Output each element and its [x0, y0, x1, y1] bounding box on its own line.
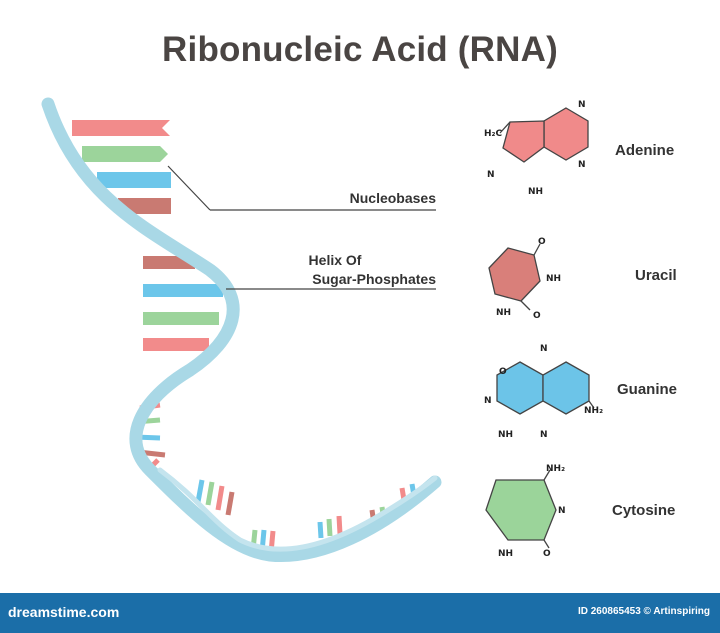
page-title: Ribonucleic Acid (RNA) [162, 30, 558, 69]
rna-diagram: H₂C N N N NH O NH NH O O N N N NH NH₂ NH… [41, 97, 603, 563]
uracil-structure [488, 243, 541, 311]
cytosine-atom-nh2: NH₂ [546, 464, 565, 474]
cytosine-atom-o: O [543, 549, 551, 559]
molecule-name-guanine: Guanine [617, 381, 678, 398]
base-bar-green-2 [143, 312, 219, 325]
base-bar-green [82, 146, 168, 162]
guanine-atom-o: O [499, 367, 507, 377]
helix-strand-back [157, 467, 438, 552]
molecule-name-uracil: Uracil [635, 267, 677, 284]
label-helix-line1: Helix Of [308, 252, 362, 268]
uracil-atom-o2: O [533, 311, 541, 321]
guanine-atom-n1: N [540, 344, 548, 354]
guanine-atom-n2: N [484, 396, 492, 406]
uracil-atom-o1: O [538, 237, 546, 247]
adenine-atom-nh: NH [528, 187, 543, 197]
uracil-atom-nh1: NH [546, 274, 561, 284]
label-helix-line2: Sugar-Phosphates [312, 271, 436, 287]
guanine-atom-n4: N [540, 430, 548, 440]
adenine-structure [499, 107, 589, 163]
adenine-atom-n1: N [578, 100, 586, 110]
uracil-atom-nh2: NH [496, 308, 511, 318]
guanine-structure [496, 361, 595, 415]
footer-bar: dreamstime.com ID 260865453 © Artinspiri… [0, 593, 720, 633]
guanine-atom-nh: NH [498, 430, 513, 440]
base-bar-red-2 [143, 338, 209, 351]
guanine-atom-nh2: NH₂ [584, 406, 603, 416]
adenine-atom-ch2: H₂C [484, 129, 502, 139]
brand-logo[interactable]: dreamstime.com [8, 604, 120, 620]
molecule-name-adenine: Adenine [615, 142, 675, 159]
cytosine-atom-nh: NH [498, 549, 513, 559]
base-bar-red [72, 120, 170, 136]
base-bar-blue [97, 172, 171, 188]
pointer-lines [167, 165, 436, 290]
adenine-atom-n3: N [487, 170, 495, 180]
sugar-phosphate-helix [41, 97, 442, 563]
base-bar-blue-2 [143, 284, 223, 297]
cytosine-atom-n: N [558, 506, 566, 516]
adenine-atom-n2: N [578, 160, 586, 170]
image-credit: ID 260865453 © Artinspiring [577, 606, 710, 617]
helix-strand-main [41, 97, 442, 563]
molecule-name-cytosine: Cytosine [612, 502, 676, 519]
nucleobase-bars [72, 120, 223, 351]
label-nucleobases: Nucleobases [349, 190, 436, 206]
cytosine-structure [485, 469, 557, 549]
